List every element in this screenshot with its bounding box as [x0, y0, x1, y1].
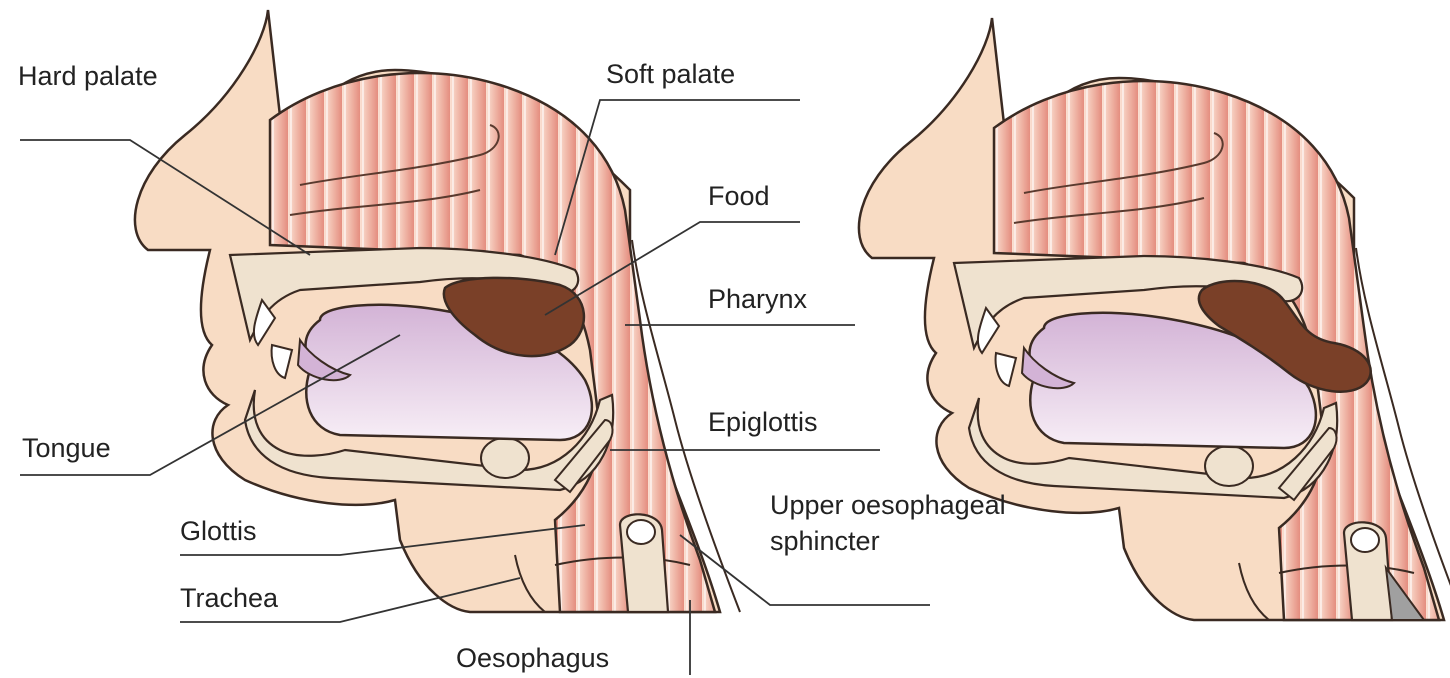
label-upper-oesophageal-sphincter: Upper oesophageal sphincter [770, 487, 1010, 559]
label-trachea: Trachea [180, 580, 278, 616]
label-food: Food [708, 178, 770, 214]
label-hard-palate: Hard palate [18, 58, 218, 94]
label-pharynx: Pharynx [708, 281, 807, 317]
label-epiglottis: Epiglottis [708, 404, 818, 440]
label-glottis: Glottis [180, 513, 257, 549]
label-soft-palate: Soft palate [606, 56, 735, 92]
label-oesophagus: Oesophagus [456, 640, 609, 676]
label-tongue: Tongue [22, 430, 111, 466]
